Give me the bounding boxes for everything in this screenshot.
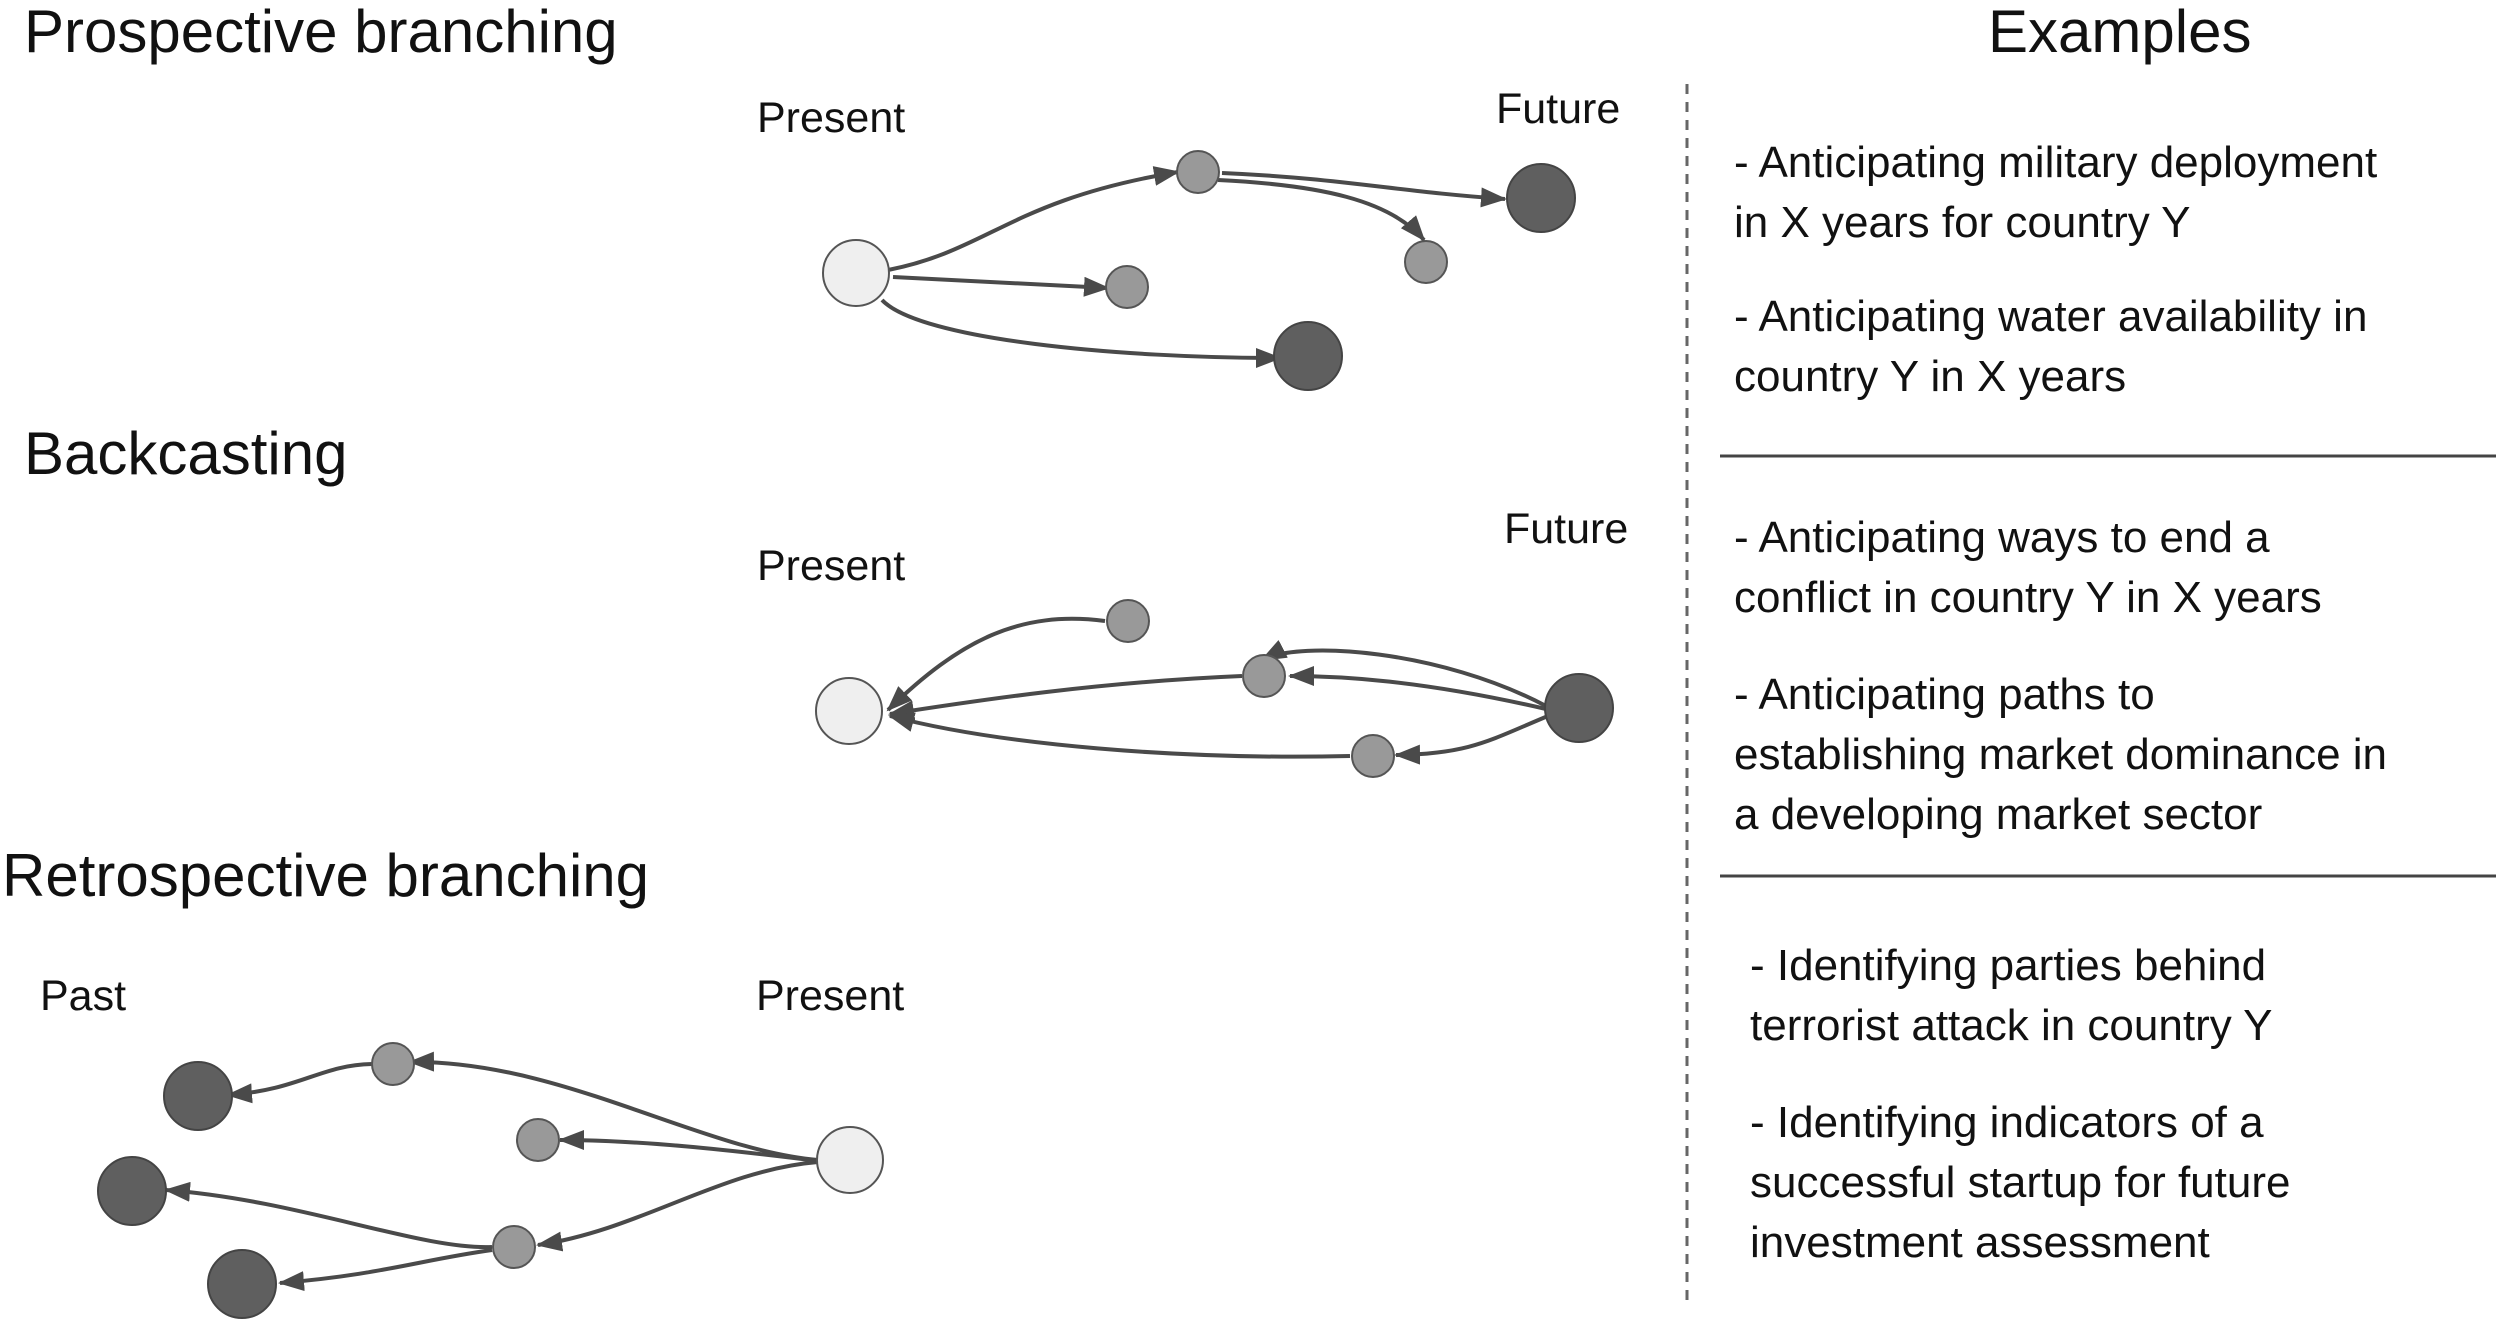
- example-line: conflict in country Y in X years: [1734, 573, 2322, 622]
- edge: [1217, 178, 1426, 242]
- example-prospective-2: - Anticipating water availability in cou…: [1734, 287, 2494, 407]
- prospective-edges: [880, 166, 1507, 368]
- example-line: - Anticipating military deployment: [1734, 138, 2378, 187]
- example-prospective-1: - Anticipating military deployment in X …: [1734, 133, 2494, 253]
- edge: [892, 275, 1110, 297]
- example-line: terrorist attack in country Y: [1750, 1001, 2273, 1050]
- example-retrospective-2: - Identifying indicators of a successful…: [1750, 1093, 2500, 1273]
- example-line: - Identifying parties behind: [1750, 941, 2267, 990]
- example-line: - Anticipating ways to end a: [1734, 513, 2270, 562]
- edge: [278, 1248, 493, 1292]
- backcasting-edges: [886, 616, 1549, 765]
- edge: [888, 674, 1243, 721]
- prospective-present-node: [822, 239, 890, 307]
- example-line: country Y in X years: [1734, 352, 2127, 401]
- edge: [888, 712, 1351, 759]
- example-backcasting-2: - Anticipating paths to establishing mar…: [1734, 665, 2494, 845]
- backcasting-present-label: Present: [757, 542, 906, 590]
- example-line: - Identifying indicators of a: [1750, 1098, 2264, 1147]
- edge: [558, 1130, 819, 1163]
- retrospective-branching-title: Retrospective branching: [2, 842, 650, 909]
- prospective-future-label: Future: [1496, 85, 1621, 133]
- intermediate-node: [1106, 599, 1150, 643]
- past-outcome-node: [97, 1156, 167, 1226]
- intermediate-node: [1404, 240, 1448, 284]
- example-line: - Anticipating paths to: [1734, 670, 2155, 719]
- intermediate-node: [492, 1225, 536, 1269]
- backcasting-title: Backcasting: [24, 420, 348, 487]
- example-line: in X years for country Y: [1734, 198, 2191, 247]
- edge: [408, 1051, 819, 1162]
- prospective-present-label: Present: [757, 94, 906, 142]
- examples-title: Examples: [1988, 0, 2252, 65]
- backcasting-future-node: [1544, 673, 1614, 743]
- edge: [1394, 714, 1549, 765]
- intermediate-node: [371, 1042, 415, 1086]
- retrospective-present-node: [816, 1126, 884, 1194]
- example-line: - Anticipating water availability in: [1734, 292, 2368, 341]
- edge: [880, 298, 1282, 368]
- intermediate-node: [1351, 734, 1395, 778]
- retrospective-edges: [164, 1051, 819, 1292]
- outcome-node: [1273, 321, 1343, 391]
- intermediate-node: [1242, 654, 1286, 698]
- example-line: successful startup for future: [1750, 1158, 2291, 1207]
- edge: [226, 1062, 373, 1104]
- edge: [164, 1181, 493, 1250]
- edge: [1221, 171, 1507, 208]
- example-line: establishing market dominance in: [1734, 730, 2388, 779]
- edge: [887, 166, 1180, 272]
- backcasting-future-label: Future: [1504, 505, 1629, 553]
- intermediate-node: [516, 1118, 560, 1162]
- example-backcasting-1: - Anticipating ways to end a conflict in…: [1734, 508, 2494, 628]
- past-outcome-node: [163, 1061, 233, 1131]
- backcasting-present-node: [815, 677, 883, 745]
- edge: [536, 1160, 819, 1252]
- example-line: a developing market sector: [1734, 790, 2263, 839]
- example-retrospective-1: - Identifying parties behind terrorist a…: [1750, 936, 2500, 1056]
- intermediate-node: [1176, 150, 1220, 194]
- retrospective-present-label: Present: [756, 972, 905, 1020]
- edge: [1260, 640, 1547, 708]
- edge: [886, 616, 1106, 712]
- retrospective-past-label: Past: [40, 972, 127, 1020]
- example-line: investment assessment: [1750, 1218, 2210, 1267]
- prospective-branching-title: Prospective branching: [24, 0, 618, 65]
- outcome-node: [1506, 163, 1576, 233]
- edge: [1288, 666, 1547, 711]
- intermediate-node: [1105, 265, 1149, 309]
- past-outcome-node: [207, 1249, 277, 1319]
